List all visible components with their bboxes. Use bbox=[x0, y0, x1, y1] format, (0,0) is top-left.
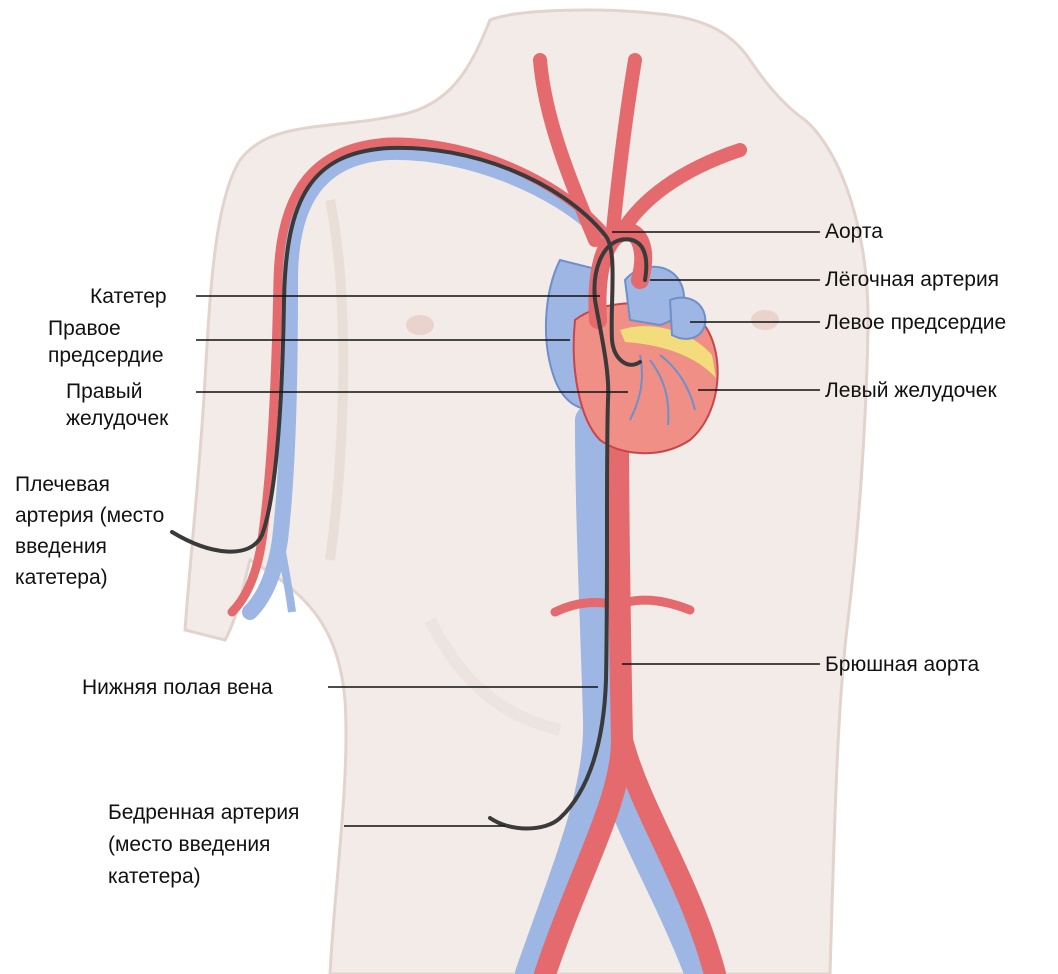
label-abdominal-aorta: Брюшная аорта bbox=[825, 651, 979, 678]
label-pulmonary-artery: Лёгочная артерия bbox=[825, 266, 999, 293]
right-nipple bbox=[406, 315, 434, 335]
label-right-ventricle-line1: Правый bbox=[66, 378, 142, 405]
label-right-ventricle-line2: желудочек bbox=[66, 405, 168, 432]
label-catheter: Катетер bbox=[90, 283, 167, 310]
label-aorta: Аорта bbox=[825, 218, 883, 245]
label-brachial-line4: катетера) bbox=[15, 564, 108, 591]
label-femoral-line2: (место введения bbox=[108, 831, 270, 858]
label-left-ventricle: Левый желудочек bbox=[825, 377, 997, 404]
label-brachial-line2: артерия (место bbox=[15, 502, 164, 529]
label-brachial-line1: Плечевая bbox=[15, 471, 110, 498]
label-brachial-line3: введения bbox=[15, 533, 107, 560]
label-left-atrium: Левое предсердие bbox=[825, 309, 1006, 336]
label-femoral-line3: катетера) bbox=[108, 863, 201, 890]
label-right-atrium-line2: предсердие bbox=[48, 342, 164, 369]
label-femoral-line1: Бедренная артерия bbox=[108, 799, 299, 826]
label-right-atrium-line1: Правое bbox=[48, 315, 121, 342]
label-ivc: Нижняя полая вена bbox=[82, 674, 273, 701]
left-nipple bbox=[751, 310, 779, 330]
